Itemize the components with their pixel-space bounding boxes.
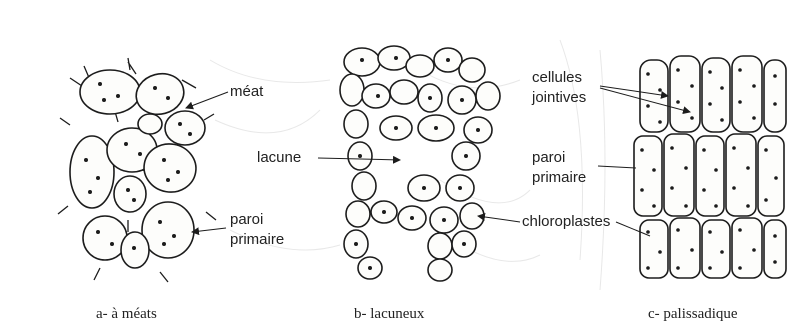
caption-c: c- palissadique (648, 306, 738, 322)
diagram-parenchyme-c-palissadique: cellules jointives paroi primaire chloro… (478, 56, 786, 322)
cells-c-middle-row (634, 134, 784, 216)
label-jointives: jointives (531, 89, 586, 106)
caption-b: b- lacuneux (354, 306, 425, 322)
diagram-parenchyme-b-lacuneux: lacune b- lacuneux (257, 46, 500, 322)
label-paroi-a-line2: primaire (230, 231, 284, 248)
cell-a-9 (142, 202, 194, 258)
label-paroi-c-line1: paroi (532, 149, 565, 166)
cell-a-7 (114, 176, 146, 212)
cell-a-3 (165, 111, 205, 145)
label-paroi-c-line2: primaire (532, 169, 586, 186)
label-paroi-a-line1: paroi (230, 211, 263, 228)
label-cellules: cellules (532, 69, 582, 86)
label-chloroplastes: chloroplastes (522, 213, 610, 230)
diagram-parenchyme-a-meats: méat paroi primaire a- à méats (58, 58, 284, 322)
cells-c-bottom-row (640, 218, 786, 278)
cells-b (340, 46, 500, 281)
cells-c-top-row (640, 56, 786, 132)
cell-a-1 (80, 70, 140, 114)
cells-a (70, 68, 205, 268)
cell-a-8 (83, 216, 127, 260)
label-lacune: lacune (257, 149, 301, 166)
caption-a: a- à méats (96, 306, 157, 322)
cell-a-11 (138, 114, 162, 134)
cell-a-10 (121, 232, 149, 268)
label-meat: méat (230, 83, 264, 100)
